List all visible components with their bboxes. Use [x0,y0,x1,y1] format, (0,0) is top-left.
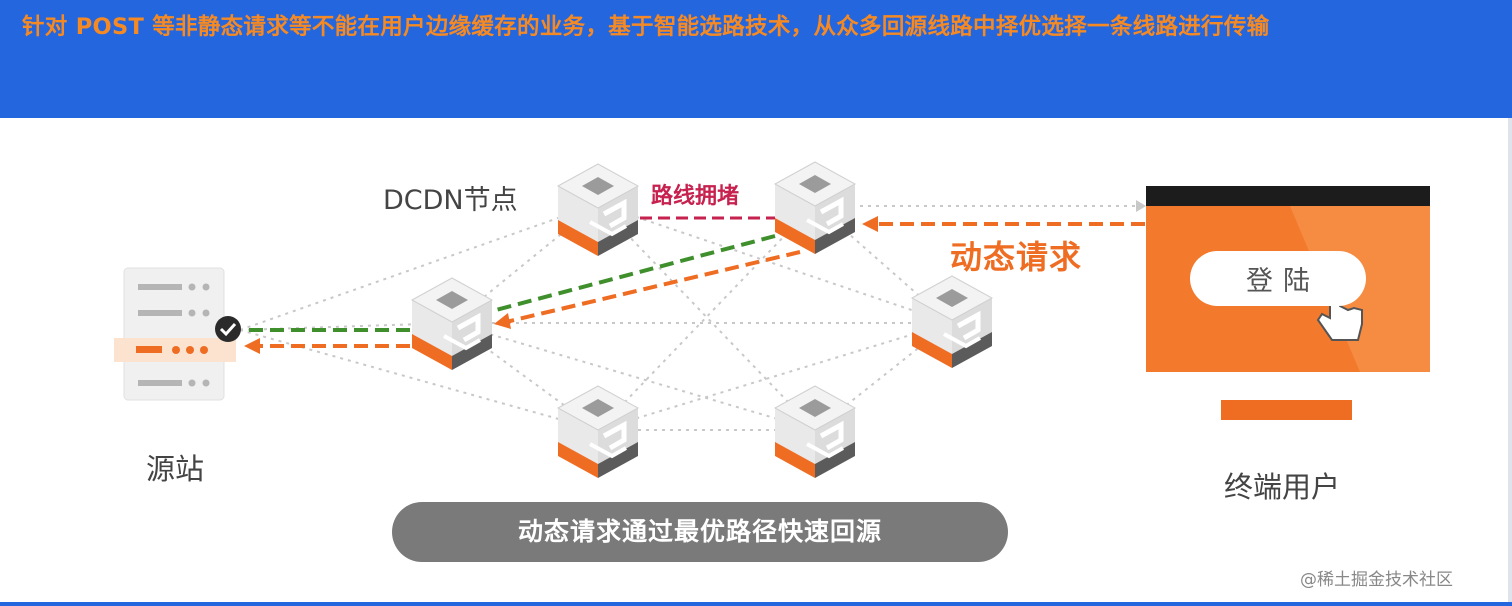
check-icon [215,316,241,342]
login-button[interactable]: 登陆 [1190,251,1366,306]
congestion-label: 路线拥堵 [651,184,740,209]
cdn-node-icon [775,162,855,254]
cdn-node-icon [412,278,492,370]
hand-pointer-icon [1316,289,1363,341]
cdn-node-icon [558,164,638,256]
top-banner: 针对 POST 等非静态请求等不能在用户边缘缓存的业务，基于智能选路技术，从众多… [0,0,1512,118]
bottom-border [0,602,1512,606]
dynamic-request-label: 动态请求 [950,238,1083,276]
dcdn-diagram: DCDN节点 路线拥堵 动态请求 源站 终端用户 登陆 动态请求通过最优路径快速… [0,118,1512,606]
right-border [1508,118,1512,606]
cdn-node-icon [912,276,992,368]
banner-text: 针对 POST 等非静态请求等不能在用户边缘缓存的业务，基于智能选路技术，从众多… [22,14,1270,40]
end-user-label: 终端用户 [1224,470,1341,504]
source-credit: @稀土掘金技术社区 [1300,570,1453,590]
bottom-caption: 动态请求通过最优路径快速回源 [392,502,1008,562]
dcdn-node-label: DCDN节点 [383,185,518,216]
origin-server-label: 源站 [146,452,205,486]
dynamic-request-path [255,222,1145,348]
server-icon [114,267,236,401]
optimal-route [246,234,776,332]
